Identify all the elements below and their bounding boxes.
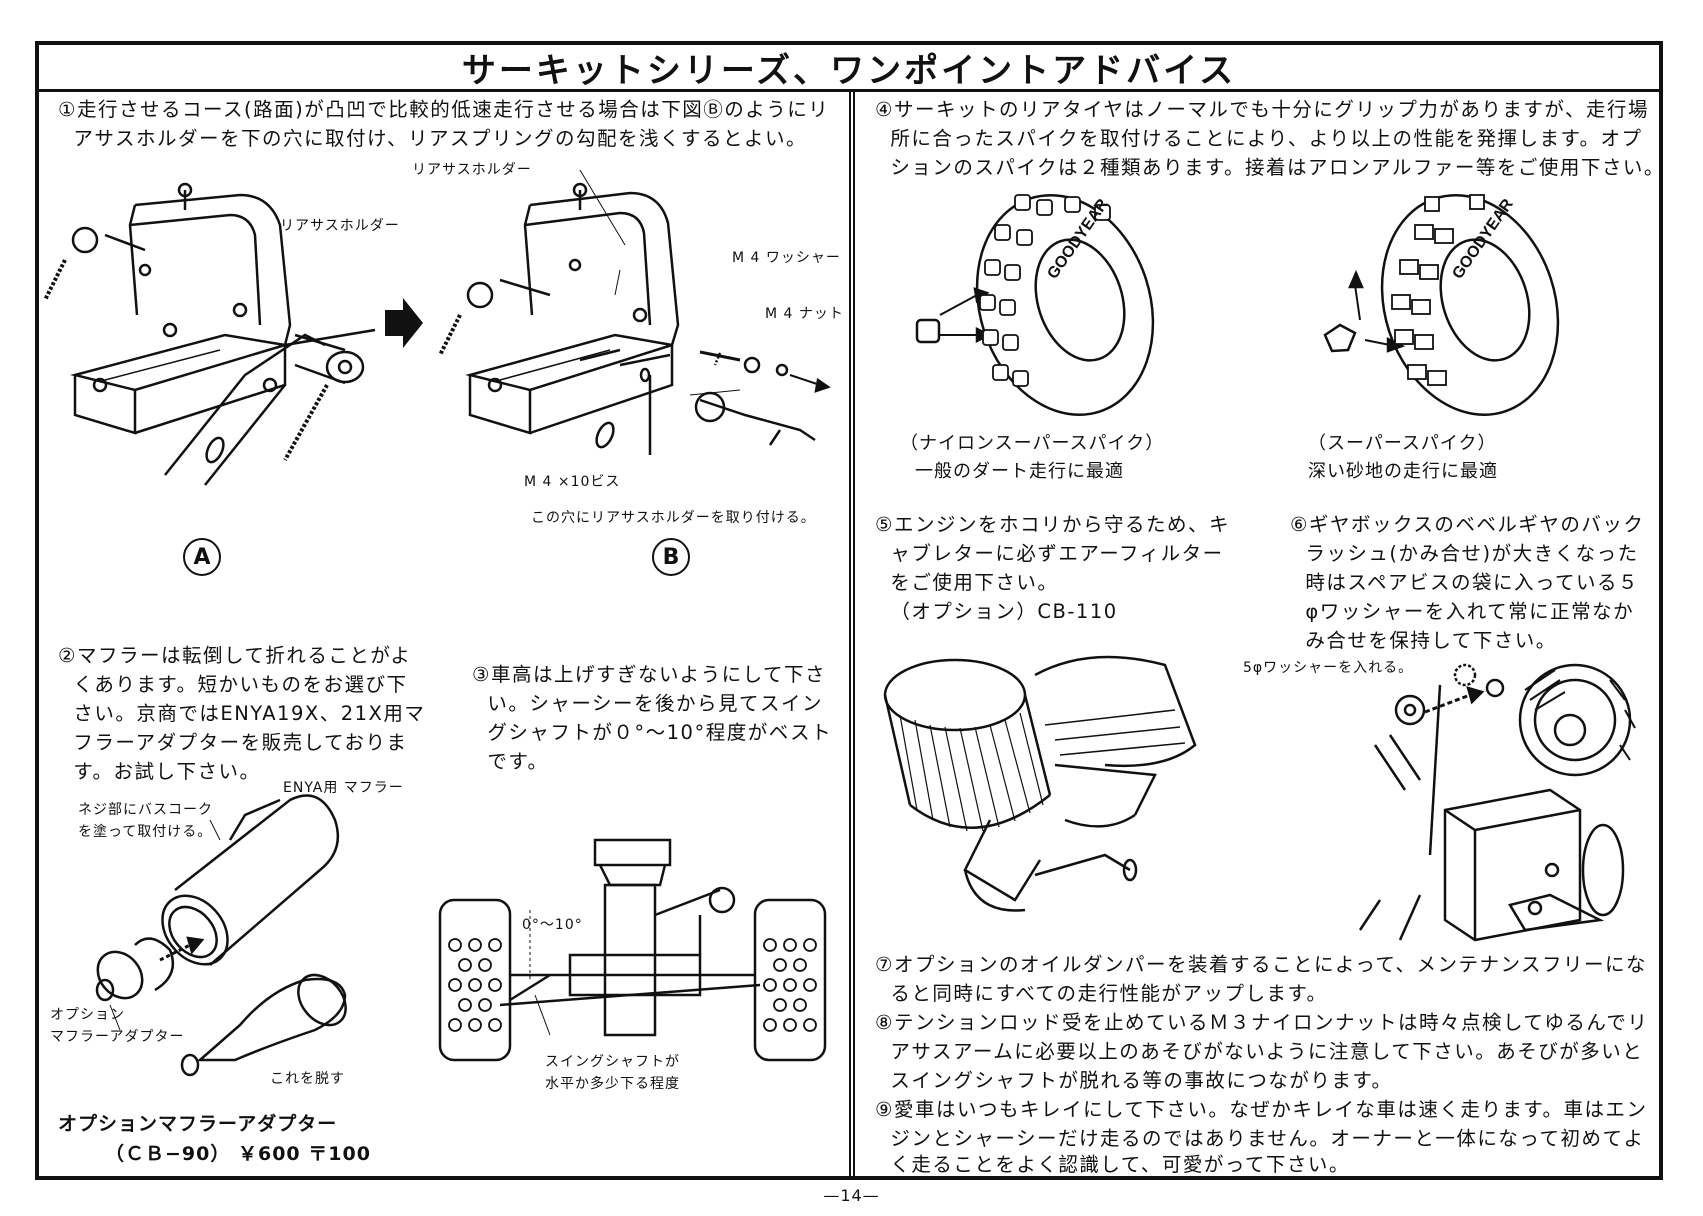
- s8-line-2: アサスアームに必要以上のあそびがないように注意して下さい。あそびが多いと: [875, 1040, 1644, 1063]
- label-swing-2: 水平か多少下る程度: [545, 1076, 680, 1092]
- label-rear-holder-b: リアサスホルダー: [412, 162, 532, 178]
- s8-line-3: スイングシャフトが脱れる等の事故につながります。: [875, 1069, 1393, 1092]
- s2-line-3: さい。京商ではENYA19X、21X用マ: [58, 702, 426, 725]
- label-nut: M 4 ナット: [765, 306, 844, 322]
- s4-line-2: 所に合ったスパイクを取付けることにより、より以上の性能を発揮します。オプ: [875, 127, 1643, 150]
- s5-line-2: ャブレターに必ずエアーフィルター: [875, 542, 1224, 565]
- s1-line-1: ①走行させるコース(路面)が凸凹で比較的低速走行させる場合は下図Ⓑのようにリ: [58, 98, 830, 121]
- s5-line-4: （オプション）CB-110: [875, 600, 1118, 623]
- s6-line-1: ⑥ギヤボックスのベベルギヤのバック: [1290, 513, 1645, 536]
- label-hole-note: この穴にリアサスホルダーを取り付ける。: [531, 510, 816, 526]
- transition-arrow-icon: [385, 298, 423, 348]
- label-remove: これを脱す: [270, 1071, 345, 1087]
- nylon-spike-tire-illustration: GOODYEAR: [915, 194, 1155, 416]
- s9-line-3: く走ることをよく認識して、可愛がって下さい。: [875, 1153, 1350, 1176]
- label-option-1: オプション: [50, 1007, 125, 1023]
- figure-b-marker: B: [652, 538, 690, 576]
- s5-line-1: ⑤エンジンをホコリから守るため、キ: [875, 513, 1230, 536]
- gearbox-illustration: [1358, 663, 1636, 942]
- product-code: （ＣＢ−90） ￥600 〒100: [105, 1143, 371, 1165]
- s6-line-4: φワッシャーを入れて常に正常なか: [1290, 600, 1635, 623]
- s9-line-2: ジンとシャーシーだけ走るのではありません。オーナーと一体になって初めてよ: [875, 1127, 1645, 1150]
- s7-line-1: ⑦オプションのオイルダンパーを装着することによって、メンテナンスフリーにな: [875, 953, 1648, 976]
- s6-line-2: ラッシュ(かみ合せ)が大きくなった: [1290, 542, 1639, 565]
- muffler-adapter-illustration: [95, 794, 347, 1077]
- label-rear-holder-a: リアサスホルダー: [280, 218, 400, 234]
- engine-air-filter-illustration: [883, 655, 1197, 912]
- s2-line-2: くあります。短かいものをお選び下: [58, 673, 408, 696]
- s9-line-1: ⑨愛車はいつもキレイにして下さい。なぜかキレイな車は速く走ります。車はエン: [875, 1098, 1648, 1121]
- product-name: オプションマフラーアダプター: [58, 1113, 338, 1135]
- super-spike-title: （スーパースパイク）: [1308, 433, 1497, 454]
- s8-line-1: ⑧テンションロッド受を止めているＭ３ナイロンナットは時々点検してゆるんでリ: [875, 1011, 1649, 1034]
- s7-line-2: ると同時にすべての走行性能がアップします。: [875, 982, 1328, 1005]
- label-sealant-1: ネジ部にバスコーク: [78, 802, 213, 818]
- s3-line-1: ③車高は上げすぎないようにして下さ: [472, 663, 827, 686]
- rear-holder-illustration-a: [43, 182, 376, 486]
- label-screw: M 4 ×10ビス: [524, 474, 621, 490]
- s4-line-1: ④サーキットのリアタイヤはノーマルでも十分にグリップ力がありますが、走行場: [875, 98, 1650, 121]
- title-bar: サーキットシリーズ、ワンポイントアドバイス: [39, 45, 1659, 92]
- rear-holder-illustration-b: [438, 169, 831, 455]
- s2-line-5: す。お試し下さい。: [58, 760, 261, 783]
- page-number: —14—: [823, 1186, 880, 1205]
- label-option-2: マフラーアダプター: [50, 1029, 185, 1045]
- label-swing-1: スイングシャフトが: [545, 1054, 680, 1070]
- label-angle: 0°〜10°: [522, 917, 583, 933]
- s3-line-2: い。シャーシーを後から見てスイン: [472, 692, 824, 715]
- s6-line-5: み合せを保持して下さい。: [1290, 629, 1557, 652]
- label-sealant-2: を塗って取付ける。: [78, 824, 213, 840]
- page-frame: サーキットシリーズ、ワンポイントアドバイス: [35, 41, 1663, 1180]
- s6-line-3: 時はスペアビスの袋に入っている５: [1290, 571, 1640, 594]
- s2-line-1: ②マフラーは転倒して折れることがよ: [58, 644, 412, 667]
- s2-line-4: フラーアダプターを販売しておりま: [58, 731, 408, 754]
- s3-line-3: グシャフトが０°〜10°程度がベスト: [472, 721, 833, 744]
- nylon-spike-desc: 一般のダート走行に最適: [915, 461, 1124, 482]
- s3-line-4: です。: [472, 750, 549, 773]
- super-spike-desc: 深い砂地の走行に最適: [1308, 461, 1498, 482]
- label-enya-muffler: ENYA用 マフラー: [283, 780, 404, 796]
- figure-a-marker: A: [183, 538, 221, 576]
- nylon-spike-title: （ナイロンスーパースパイク）: [900, 433, 1165, 454]
- label-5phi-washer: 5φワッシャーを入れる。: [1243, 660, 1414, 676]
- super-spike-tire-illustration: GOODYEAR: [1323, 194, 1560, 416]
- page-title: サーキットシリーズ、ワンポイントアドバイス: [461, 50, 1237, 91]
- s5-line-3: をご使用下さい。: [875, 571, 1059, 594]
- s1-line-2: アサスホルダーを下の穴に取付け、リアスプリングの勾配を浅くするとよい。: [58, 127, 808, 150]
- label-washer: M 4 ワッシャー: [732, 250, 841, 266]
- column-divider: [849, 89, 855, 1176]
- s4-line-3: ションのスパイクは２種類あります。接着はアロンアルファー等をご使用下さい。: [875, 156, 1665, 179]
- chassis-rear-view-illustration: [438, 838, 827, 1062]
